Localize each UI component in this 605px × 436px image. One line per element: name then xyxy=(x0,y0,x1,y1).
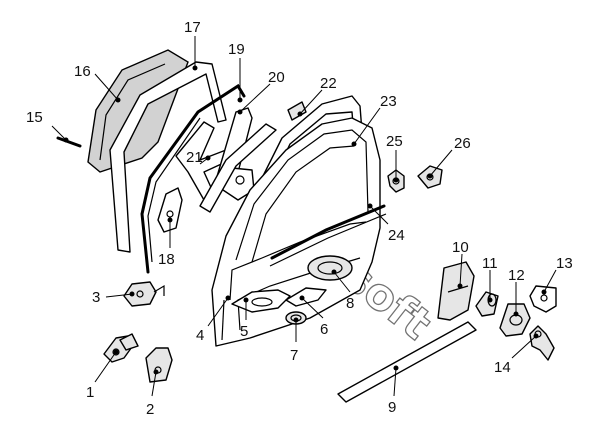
part-13-bracket xyxy=(529,285,557,313)
part-24-belt-moulding xyxy=(269,204,387,267)
part-22-clip xyxy=(287,101,307,121)
leader-lines xyxy=(51,36,557,397)
callout-17: 17 xyxy=(184,19,201,36)
callout-10: 10 xyxy=(452,239,469,256)
part-2-lower-hinge xyxy=(145,347,173,383)
callout-16: 16 xyxy=(74,63,91,80)
part-18-bracket xyxy=(157,187,183,233)
callout-4: 4 xyxy=(196,327,204,344)
callout-13: 13 xyxy=(556,255,573,272)
part-10-door-latch xyxy=(437,261,475,321)
part-11-lock-cylinder xyxy=(475,291,499,317)
callout-21: 21 xyxy=(186,149,203,166)
part-3-check-strap xyxy=(123,281,165,307)
part-1-upper-hinge xyxy=(103,333,139,363)
callout-2: 2 xyxy=(146,401,154,418)
part-14-key xyxy=(529,325,555,361)
part-12-outer-handle-housing xyxy=(499,303,531,337)
callout-9: 9 xyxy=(388,399,396,416)
callout-6: 6 xyxy=(320,321,328,338)
callout-18: 18 xyxy=(158,251,175,268)
callout-labels: 1 2 3 4 5 6 7 8 9 10 11 12 13 14 15 16 1… xyxy=(26,19,573,418)
part-20-inner-belt xyxy=(199,123,277,213)
callout-3: 3 xyxy=(92,289,100,306)
callout-8: 8 xyxy=(346,295,354,312)
part-15-weatherstrip xyxy=(56,136,82,148)
part-6-armrest-insert xyxy=(285,287,327,307)
callout-14: 14 xyxy=(494,359,511,376)
callout-25: 25 xyxy=(386,133,403,150)
part-19-belt-strip xyxy=(140,83,246,274)
callout-1: 1 xyxy=(86,384,94,401)
callout-11: 11 xyxy=(482,255,498,272)
part-9-lower-moulding xyxy=(337,321,477,403)
leader-dots xyxy=(63,65,547,375)
callout-24: 24 xyxy=(388,227,405,244)
callout-12: 12 xyxy=(508,267,525,284)
callout-15: 15 xyxy=(26,109,43,126)
callout-20: 20 xyxy=(268,69,285,86)
callout-22: 22 xyxy=(320,75,337,92)
part-17-glass-run-channel xyxy=(109,61,227,253)
callout-7: 7 xyxy=(290,347,298,364)
callout-19: 19 xyxy=(228,41,245,58)
callout-23: 23 xyxy=(380,93,397,110)
part-8-speaker-cover xyxy=(307,255,353,281)
callout-26: 26 xyxy=(454,135,471,152)
callout-5: 5 xyxy=(240,323,248,340)
door-shell xyxy=(211,117,381,347)
